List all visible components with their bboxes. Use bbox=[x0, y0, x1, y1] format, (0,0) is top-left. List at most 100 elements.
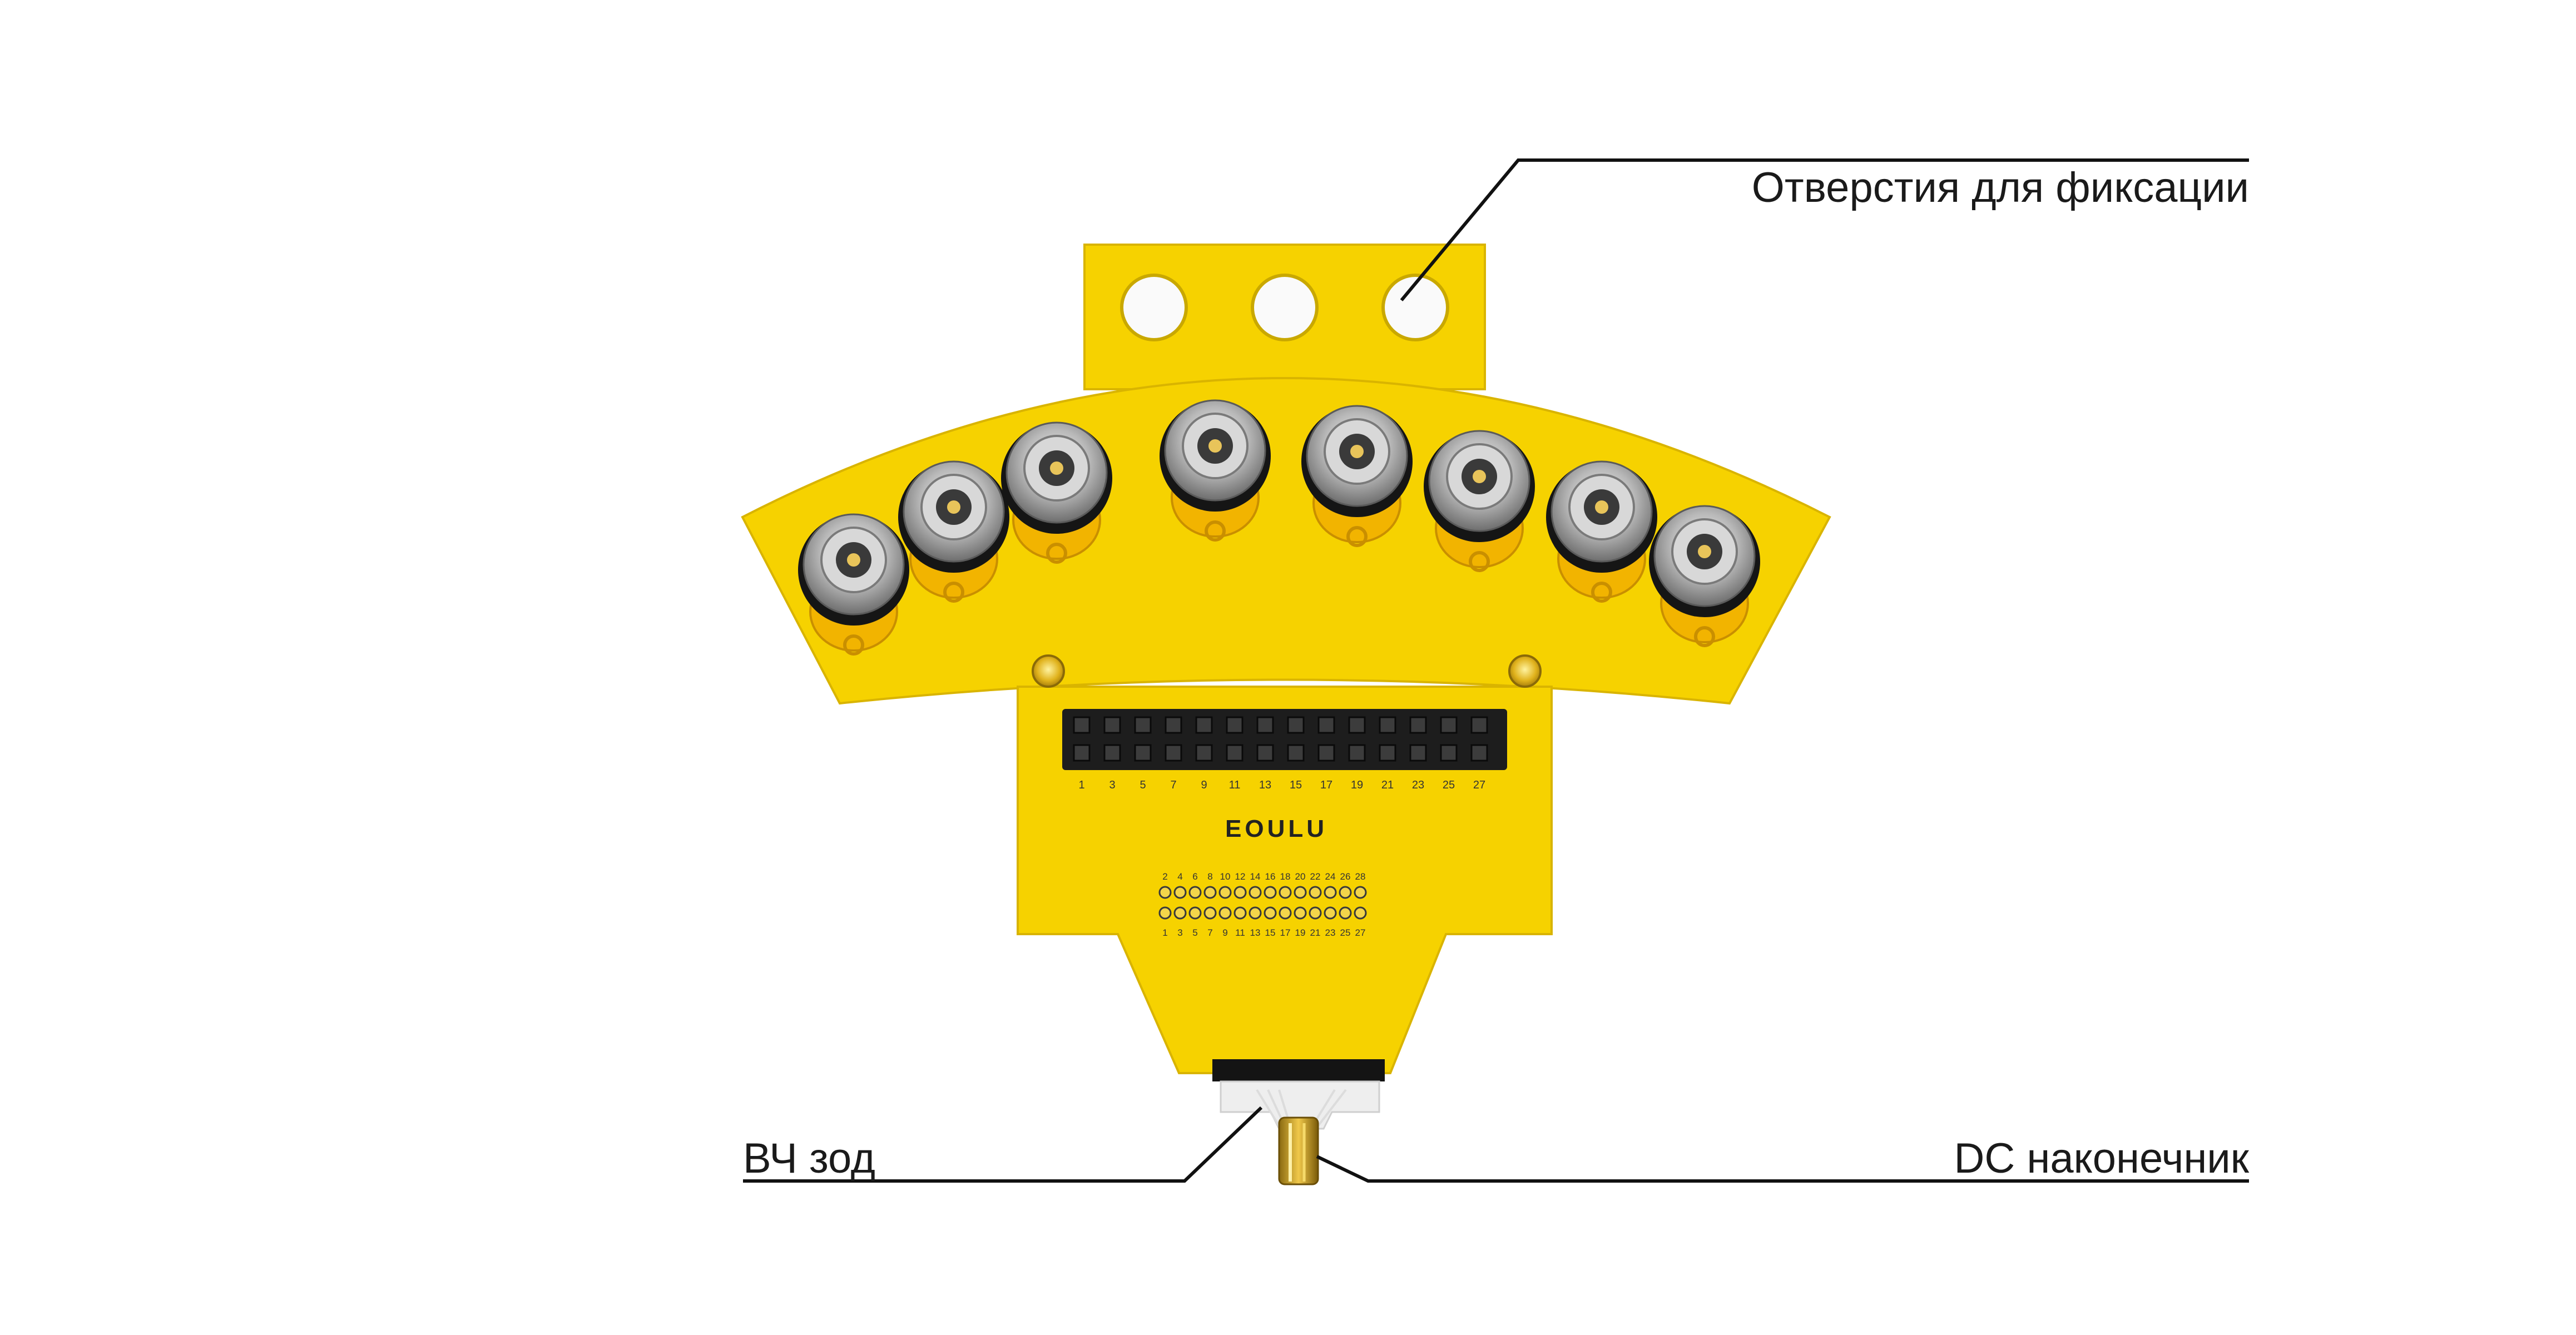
probe-ceramic bbox=[1220, 1080, 1380, 1130]
mounting-bracket bbox=[1083, 244, 1486, 390]
header-pins bbox=[1073, 716, 1488, 762]
pad-number-even: 8 bbox=[1207, 871, 1212, 882]
header-pin bbox=[1317, 744, 1335, 762]
test-pad bbox=[1339, 886, 1352, 899]
test-pad bbox=[1294, 906, 1307, 920]
header-number: 25 bbox=[1443, 779, 1455, 791]
connector-center-pin bbox=[847, 553, 860, 567]
flange-screw-hole bbox=[1346, 526, 1368, 547]
flange-screw-hole bbox=[1694, 626, 1715, 647]
header-number: 1 bbox=[1078, 779, 1084, 791]
pad-number-even: 26 bbox=[1340, 871, 1351, 882]
pad-number-odd: 13 bbox=[1250, 927, 1261, 938]
pad-number-odd: 11 bbox=[1235, 927, 1245, 938]
probe-tip-assembly bbox=[1212, 1059, 1385, 1185]
header-pin bbox=[1073, 744, 1091, 762]
test-pad bbox=[1233, 906, 1247, 920]
test-pad bbox=[1188, 906, 1202, 920]
pad-number-odd: 1 bbox=[1162, 927, 1167, 938]
header-number: 5 bbox=[1140, 779, 1146, 791]
rf-connector-8 bbox=[1649, 505, 1760, 647]
dc-tip bbox=[1278, 1116, 1319, 1185]
test-pad bbox=[1264, 886, 1277, 899]
test-pad bbox=[1218, 886, 1232, 899]
header-pin bbox=[1317, 716, 1335, 734]
test-pad bbox=[1203, 886, 1217, 899]
header-number: 9 bbox=[1201, 779, 1207, 791]
test-pad bbox=[1233, 886, 1247, 899]
callout-rf-probe: ВЧ зод bbox=[743, 1135, 875, 1182]
rf-connector-6 bbox=[1424, 430, 1535, 572]
screw-right bbox=[1508, 654, 1542, 688]
connector-center-pin bbox=[1595, 500, 1608, 514]
rf-connector-7 bbox=[1546, 460, 1657, 603]
header-number: 7 bbox=[1170, 779, 1176, 791]
header-pin bbox=[1287, 744, 1305, 762]
header-pin bbox=[1409, 716, 1427, 734]
screw-left bbox=[1032, 654, 1065, 688]
header-pin bbox=[1470, 744, 1488, 762]
header-pin bbox=[1103, 744, 1121, 762]
test-pad bbox=[1249, 906, 1262, 920]
pad-number-odd: 9 bbox=[1222, 927, 1227, 938]
pad-number-odd: 23 bbox=[1325, 927, 1336, 938]
pad-number-even: 24 bbox=[1325, 871, 1336, 882]
test-pad bbox=[1339, 906, 1352, 920]
pad-number-even: 6 bbox=[1192, 871, 1197, 882]
pad-number-even: 22 bbox=[1310, 871, 1321, 882]
leader-mounting-holes bbox=[1400, 158, 2249, 301]
pad-number-odd: 5 bbox=[1192, 927, 1197, 938]
test-pad bbox=[1354, 886, 1367, 899]
rf-connectors bbox=[798, 399, 1760, 656]
header-number: 3 bbox=[1109, 779, 1115, 791]
connector-center-pin bbox=[1350, 445, 1364, 458]
connector-center-pin bbox=[1698, 545, 1711, 558]
pad-number-odd: 7 bbox=[1207, 927, 1212, 938]
header-number: 23 bbox=[1412, 779, 1424, 791]
header-pin bbox=[1348, 744, 1366, 762]
header-pin bbox=[1440, 716, 1458, 734]
connector-center-pin bbox=[947, 500, 960, 514]
flange-screw-hole bbox=[1205, 520, 1226, 542]
header-pin bbox=[1287, 716, 1305, 734]
connector-center-pin bbox=[1473, 470, 1486, 483]
brand-logo: EOULU bbox=[1225, 815, 1327, 842]
flange-screw-hole bbox=[1591, 582, 1612, 603]
flange-screw-hole bbox=[943, 582, 964, 603]
pad-number-odd: 19 bbox=[1295, 927, 1306, 938]
pad-number-odd: 25 bbox=[1340, 927, 1351, 938]
rf-connector-4 bbox=[1160, 399, 1271, 542]
pad-number-odd: 17 bbox=[1280, 927, 1291, 938]
callout-mounting-holes: Отверстия для фиксации bbox=[1751, 164, 2249, 211]
rf-connector-3 bbox=[1001, 421, 1112, 564]
header-pin bbox=[1165, 716, 1182, 734]
test-pad bbox=[1218, 906, 1232, 920]
test-pad bbox=[1158, 886, 1172, 899]
leader-lines bbox=[743, 158, 2249, 1183]
test-pad bbox=[1158, 906, 1172, 920]
test-pad bbox=[1279, 886, 1292, 899]
test-pad bbox=[1249, 886, 1262, 899]
header-number: 27 bbox=[1473, 779, 1485, 791]
test-pad bbox=[1324, 906, 1337, 920]
flange-screw-hole bbox=[843, 634, 864, 656]
header-pin bbox=[1195, 716, 1213, 734]
mounting-hole-2 bbox=[1251, 274, 1319, 341]
pad-number-even: 14 bbox=[1250, 871, 1261, 882]
test-pad bbox=[1324, 886, 1337, 899]
test-pad bbox=[1294, 886, 1307, 899]
pad-number-even: 2 bbox=[1162, 871, 1167, 882]
header-pin bbox=[1379, 716, 1396, 734]
pad-number-odd: 15 bbox=[1265, 927, 1276, 938]
header-pin bbox=[1256, 716, 1274, 734]
header-number: 13 bbox=[1259, 779, 1271, 791]
header-number: 21 bbox=[1381, 779, 1394, 791]
pad-number-even: 18 bbox=[1280, 871, 1291, 882]
header-pin bbox=[1379, 744, 1396, 762]
header-pin bbox=[1470, 716, 1488, 734]
rf-connector-2 bbox=[898, 460, 1009, 603]
header-number: 17 bbox=[1320, 779, 1332, 791]
